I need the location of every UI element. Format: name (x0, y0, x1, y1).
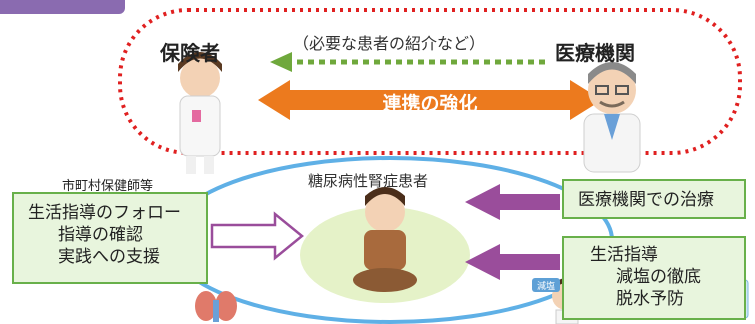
treatment-arrow (465, 184, 560, 220)
left-box-line1: 生活指導のフォロー (28, 203, 181, 223)
header-tab (0, 0, 125, 14)
right-box-line3: 脱水予防 (616, 289, 684, 309)
treatment-box: 医療機関での治療 (562, 179, 746, 219)
right-box-line2: 減塩の徹底 (616, 267, 701, 287)
nurse-label: 市町村保健師等 (62, 179, 154, 194)
right-box-line1: 生活指導 (590, 245, 658, 265)
cooperation-loop (118, 8, 742, 155)
insurer-label: 保険者 (160, 41, 220, 65)
cooperation-label: 連携の強化 (382, 93, 478, 115)
salt-badge-label: 減塩 (536, 282, 555, 292)
guidance-arrow (465, 244, 560, 280)
left-guidance-box: 生活指導のフォロー 指導の確認 実践への支援 (12, 192, 208, 284)
left-box-line2: 指導の確認 (58, 225, 143, 245)
cooperation-arrow (258, 80, 602, 120)
kidney-icon (195, 291, 237, 322)
treatment-box-label: 医療機関での治療 (578, 190, 714, 210)
salt-badge (532, 278, 560, 292)
medical-institution-label: 医療機関 (555, 41, 635, 65)
referral-note: （必要な患者の紹介など） (293, 34, 486, 53)
doctor-icon (583, 62, 641, 173)
patient-label: 糖尿病性腎症患者 (308, 172, 429, 190)
support-arrow (210, 211, 304, 261)
lifestyle-guidance-box: 生活指導 減塩の徹底 脱水予防 (562, 236, 746, 320)
left-box-line3: 実践への支援 (58, 247, 160, 267)
nurse-icon (178, 52, 222, 174)
patient-icon (353, 187, 417, 292)
referral-arrow-head (270, 52, 292, 72)
